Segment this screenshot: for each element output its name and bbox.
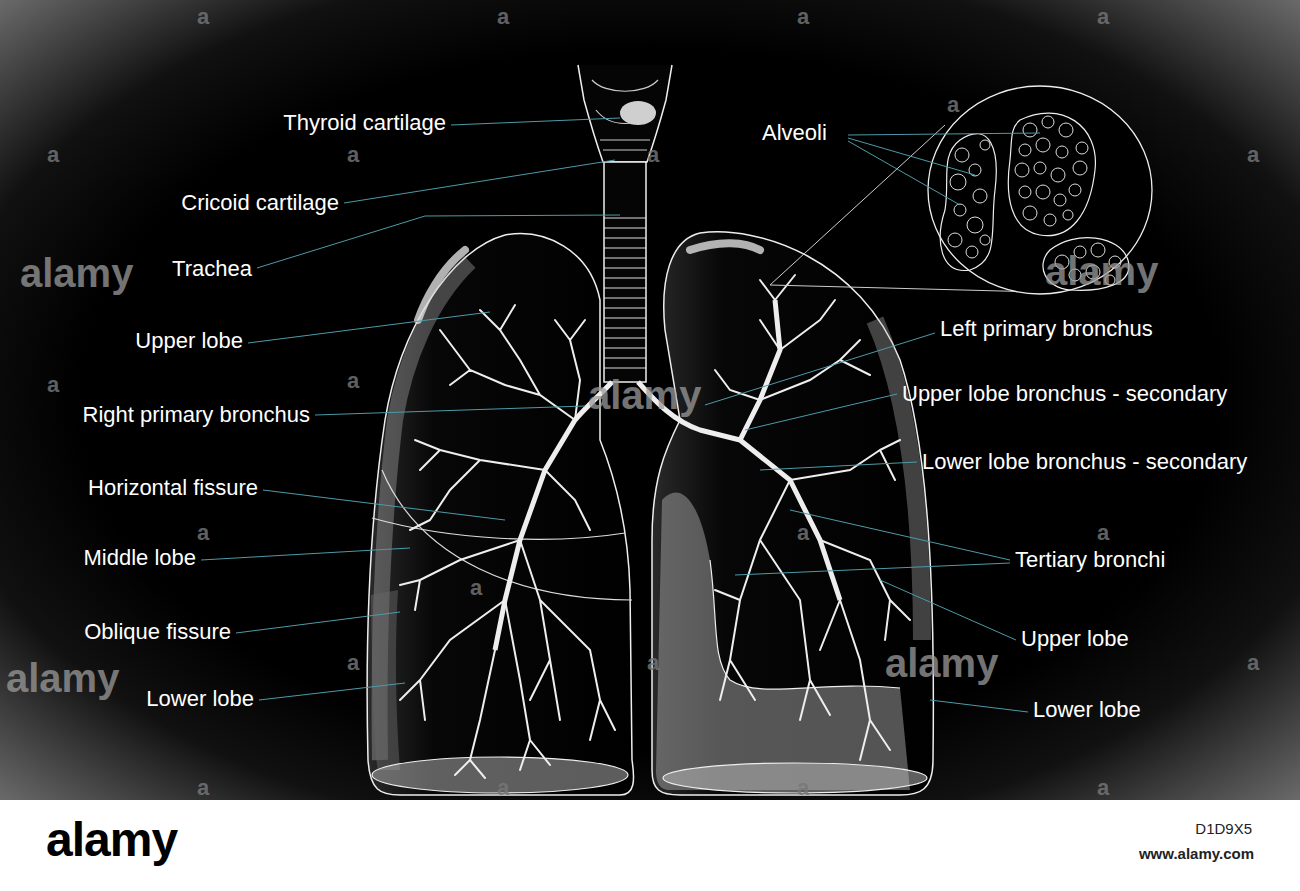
watermark-mark: a xyxy=(1097,775,1109,800)
right-bronchioles xyxy=(400,305,615,778)
larynx-detail xyxy=(592,80,658,150)
watermark-mark: a xyxy=(647,142,659,167)
thyroid-cartilage xyxy=(620,101,656,125)
watermark-mark: a xyxy=(347,142,359,167)
cardiac-notch-shade xyxy=(656,493,910,791)
watermark-mark: a xyxy=(947,92,959,117)
horizontal-fissure xyxy=(372,518,625,539)
tracheal-rings xyxy=(604,218,646,368)
part-label: Thyroid cartilage xyxy=(283,110,446,135)
watermark-mark: a xyxy=(47,372,59,397)
watermark: alamy xyxy=(588,372,701,418)
trachea xyxy=(604,162,646,382)
oblique-fissure-left xyxy=(710,560,900,689)
watermark-mark: a xyxy=(197,520,209,545)
left-lung xyxy=(652,232,933,795)
alveolar-sac xyxy=(940,134,996,271)
image-code: D1D9X5 xyxy=(1195,820,1252,837)
part-label: Tertiary bronchi xyxy=(1015,547,1165,572)
part-label: Trachea xyxy=(172,256,252,281)
stock-logo: alamy xyxy=(46,812,177,867)
watermark-mark: a xyxy=(797,775,809,800)
watermark-mark: a xyxy=(47,142,59,167)
watermark-mark: a xyxy=(197,4,209,29)
lower-lobe-shade xyxy=(371,590,400,770)
watermark-mark: a xyxy=(797,520,809,545)
watermark-mark: a xyxy=(197,775,209,800)
right-bronchus xyxy=(495,382,612,650)
part-label: Upper lobe xyxy=(135,328,243,353)
watermark-mark: a xyxy=(1097,520,1109,545)
right-lung xyxy=(367,234,633,795)
watermark-mark: a xyxy=(797,4,809,29)
left-bronchioles xyxy=(715,275,910,760)
part-label: Horizontal fissure xyxy=(88,475,258,500)
watermark: alamy xyxy=(885,640,998,686)
part-label: Lower lobe bronchus - secondary xyxy=(922,449,1247,474)
watermark: alamy xyxy=(1045,248,1158,294)
part-label: Upper lobe bronchus - secondary xyxy=(902,381,1227,406)
watermark-mark: a xyxy=(347,650,359,675)
part-label: Lower lobe xyxy=(146,686,254,711)
part-label: Oblique fissure xyxy=(84,619,231,644)
watermark-mark: a xyxy=(497,4,509,29)
lung-base xyxy=(663,763,927,793)
watermark-mark: a xyxy=(1247,650,1259,675)
left-bronchus xyxy=(638,300,840,600)
alveolar-sac xyxy=(1008,113,1095,236)
watermark-mark: a xyxy=(1247,142,1259,167)
lung-hatching xyxy=(875,320,922,640)
lung-highlight xyxy=(690,243,760,250)
watermark: alamy xyxy=(6,655,119,701)
part-label: Middle lobe xyxy=(83,545,196,570)
watermark-mark: a xyxy=(470,575,482,600)
watermark-mark: a xyxy=(1097,4,1109,29)
part-label: Left primary bronchus xyxy=(940,316,1153,341)
lung-highlight xyxy=(418,250,465,320)
part-label: Lower lobe xyxy=(1033,697,1141,722)
footer-bar xyxy=(0,800,1300,891)
part-label: Alveoli xyxy=(762,120,827,145)
stock-url: www.alamy.com xyxy=(1139,845,1254,862)
watermark-mark: a xyxy=(647,650,659,675)
part-label: Right primary bronchus xyxy=(83,402,310,427)
part-label: Upper lobe xyxy=(1021,626,1129,651)
watermark-mark: a xyxy=(347,368,359,393)
watermark: alamy xyxy=(20,250,133,296)
watermark-mark: a xyxy=(497,775,509,800)
part-label: Cricoid cartilage xyxy=(181,190,339,215)
